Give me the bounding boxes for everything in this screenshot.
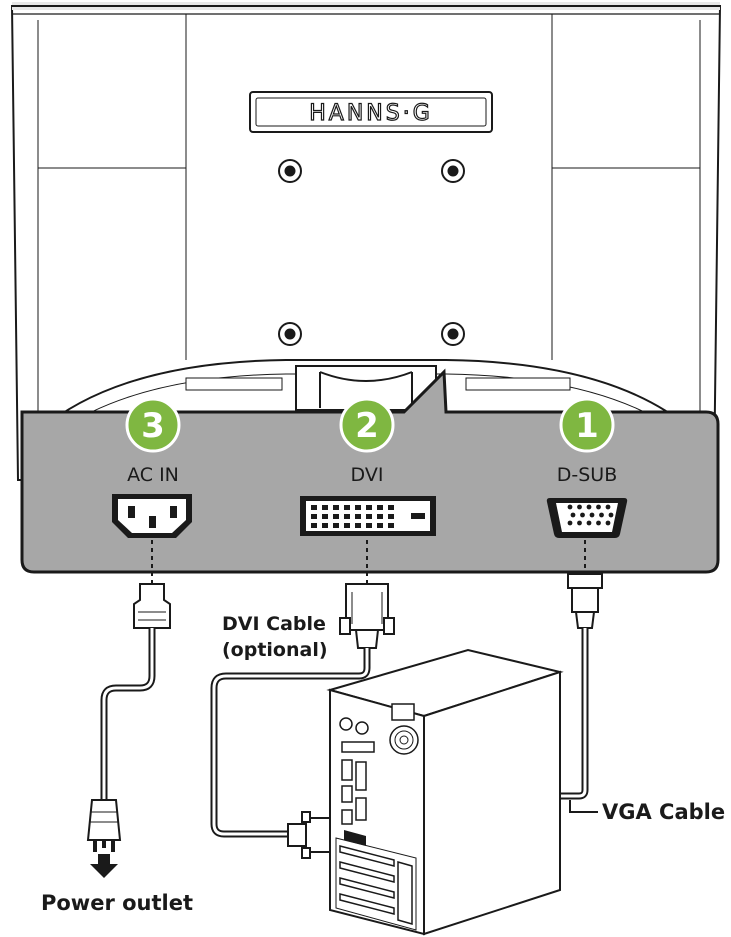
- vga-pin: [580, 512, 585, 518]
- dvi-pin: [355, 505, 361, 510]
- power-outlet-label: Power outlet: [41, 891, 193, 915]
- ac-socket-icon: [112, 494, 192, 538]
- port-badge-3: 3: [125, 397, 181, 453]
- dvi-pin: [388, 523, 394, 528]
- dvi-pin: [333, 523, 339, 528]
- dvi-pin: [322, 523, 328, 528]
- dvi-pin: [366, 514, 372, 519]
- screw-icon: [441, 159, 465, 183]
- vga-pin: [577, 504, 582, 510]
- power-plug-icon: [86, 799, 122, 852]
- vga-pin: [596, 520, 601, 526]
- vga-pin: [608, 512, 614, 518]
- vga-pin: [577, 520, 582, 526]
- down-arrow-icon: [90, 854, 118, 878]
- dvi-pin: [377, 505, 383, 510]
- dvi-pin: [388, 514, 394, 519]
- dvi-cable: [210, 583, 395, 859]
- dvi-pin: [355, 523, 361, 528]
- dvi-pin: [366, 505, 372, 510]
- dvi-pin: [377, 523, 383, 528]
- screw-icon: [441, 322, 465, 346]
- dvi-pin: [333, 514, 339, 519]
- dvi-cable-label-line1: DVI Cable: [222, 613, 326, 635]
- port-label-dvi: DVI: [351, 464, 384, 486]
- vga-pin: [567, 520, 573, 526]
- vga-pin: [599, 512, 604, 518]
- pc-tower: [326, 648, 564, 936]
- vga-pin: [605, 504, 611, 510]
- dvi-pin: [322, 514, 328, 519]
- port-number: 2: [355, 406, 379, 446]
- vga-pin: [586, 520, 592, 526]
- dvi-pin: [311, 523, 317, 528]
- brand-logo: HANNS·G: [249, 91, 493, 133]
- power-cable: [86, 583, 171, 878]
- port-badge-2: 2: [339, 397, 395, 453]
- dvi-pin: [344, 505, 350, 510]
- dvi-pin: [344, 523, 350, 528]
- dvi-pin: [388, 505, 394, 510]
- vga-pin: [570, 512, 576, 518]
- port-badge-1: 1: [559, 397, 615, 453]
- vga-pin: [589, 512, 595, 518]
- dvi-pin: [322, 505, 328, 510]
- dvi-cable-label-line2: (optional): [222, 639, 328, 661]
- dvi-port-icon: [300, 496, 436, 536]
- port-label-ac-in: AC IN: [127, 464, 179, 486]
- port-number: 3: [141, 406, 165, 446]
- screw-icon: [278, 159, 302, 183]
- brand-text: HANNS·G: [309, 101, 433, 126]
- vga-port-icon: [546, 498, 628, 538]
- dvi-pin: [333, 505, 339, 510]
- vga-pin: [567, 504, 573, 510]
- monitor-back: [10, 2, 722, 481]
- dvi-pin: [344, 514, 350, 519]
- screw-icon: [278, 322, 302, 346]
- vga-pin: [586, 504, 592, 510]
- vga-pin: [605, 520, 611, 526]
- dvi-pin: [311, 514, 317, 519]
- power-plug-icon: [133, 583, 171, 629]
- vga-pin: [596, 504, 601, 510]
- dvi-pin: [366, 523, 372, 528]
- dvi-pin: [355, 514, 361, 519]
- dvi-pin: [311, 505, 317, 510]
- dvi-pin: [377, 514, 383, 519]
- vga-cable-label: VGA Cable: [602, 800, 725, 824]
- port-number: 1: [575, 406, 599, 446]
- port-panel: [20, 368, 720, 574]
- vesa-screws: [278, 159, 465, 346]
- port-label-d-sub: D-SUB: [557, 464, 618, 486]
